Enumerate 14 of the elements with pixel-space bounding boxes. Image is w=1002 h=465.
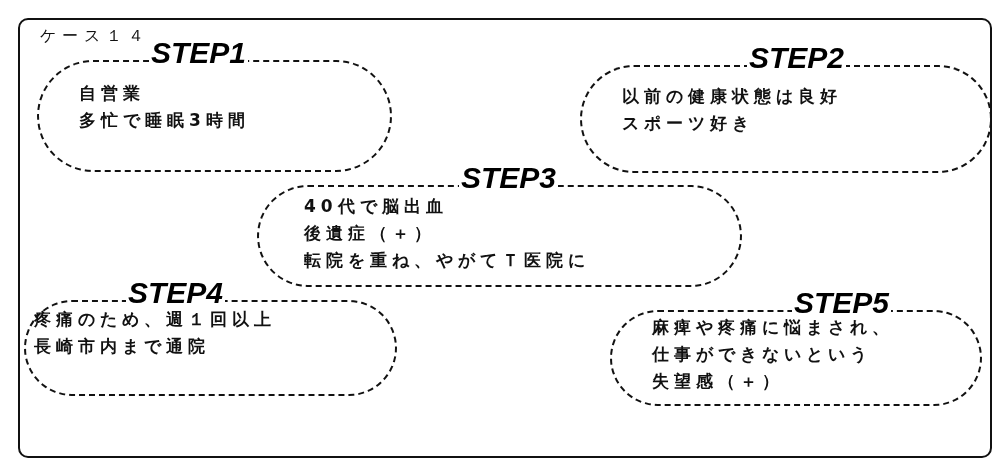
note-text: 転院を重ね、やがてＴ医院に [304, 249, 590, 272]
note-text: 後遺症（＋） [304, 222, 436, 245]
frame-box [18, 18, 992, 458]
note-text: 仕事ができないという [652, 343, 872, 366]
note-text: 自営業 [79, 82, 145, 105]
note-text: 失望感（＋） [652, 370, 784, 393]
case-heading: ケース１４ [40, 26, 150, 47]
note-text: 麻痺や疼痛に悩まされ、 [652, 316, 894, 339]
note-text: スポーツ好き [622, 112, 754, 135]
note-text: 長崎市内まで通院 [34, 335, 210, 358]
note-text: 以前の健康状態は良好 [622, 85, 842, 108]
note-text: 多忙で睡眠3時間 [79, 109, 250, 132]
note-text: 40代で脳出血 [304, 195, 448, 218]
note-text: 疼痛のため、週１回以上 [34, 308, 276, 331]
